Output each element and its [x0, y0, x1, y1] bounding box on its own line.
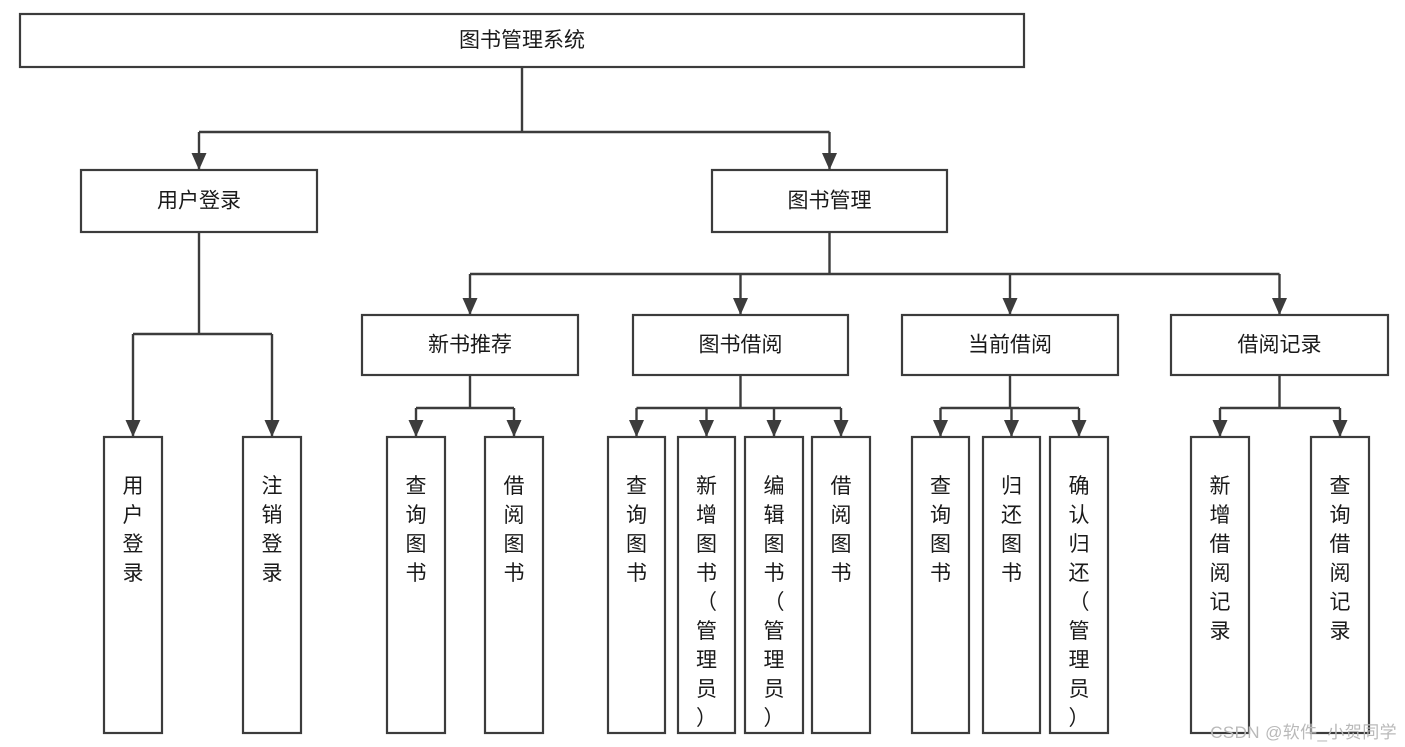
node-编辑图书管理员[interactable]: 编辑图书（管理员）	[743, 435, 805, 735]
node-新增借阅记录[interactable]: 新增借阅记录	[1189, 435, 1251, 735]
arrow-head-icon	[766, 420, 782, 437]
node-label: 新增图书（管理员）	[696, 475, 717, 730]
node-查询图书[interactable]: 查询图书	[385, 435, 447, 735]
node-label: 当前借阅	[968, 334, 1052, 357]
arrow-head-icon	[629, 420, 644, 437]
node-box-leaf	[606, 435, 667, 735]
arrow-head-icon	[191, 153, 207, 170]
arrow-head-icon	[1272, 298, 1287, 315]
node-label: 新增借阅记录	[1210, 475, 1231, 643]
arrow-head-icon	[1212, 420, 1228, 437]
node-新书推荐[interactable]: 新书推荐	[360, 313, 580, 377]
node-确认归还管理员[interactable]: 确认归还（管理员）	[1048, 435, 1110, 735]
node-box-leaf	[743, 435, 805, 735]
arrow-head-icon	[822, 153, 837, 170]
node-box-leaf	[910, 435, 971, 735]
arrow-head-icon	[699, 420, 714, 437]
arrow-head-icon	[408, 420, 424, 437]
node-box-level3	[1169, 313, 1390, 377]
node-box-leaf	[676, 435, 737, 735]
arrow-head-icon	[462, 298, 478, 315]
node-图书借阅[interactable]: 图书借阅	[631, 313, 850, 377]
node-查询图书[interactable]: 查询图书	[606, 435, 667, 735]
node-label: 编辑图书（管理员）	[764, 475, 785, 730]
node-box-leaf	[483, 435, 545, 735]
node-当前借阅[interactable]: 当前借阅	[900, 313, 1120, 377]
node-label: 查询图书	[930, 475, 951, 585]
node-box-leaf	[1309, 435, 1371, 735]
node-box-leaf	[1048, 435, 1110, 735]
node-图书管理[interactable]: 图书管理	[710, 168, 949, 234]
node-label: 借阅图书	[504, 475, 525, 585]
node-box-level2	[79, 168, 319, 234]
node-借阅图书[interactable]: 借阅图书	[483, 435, 545, 735]
node-新增图书管理员[interactable]: 新增图书（管理员）	[676, 435, 737, 735]
node-label: 查询图书	[406, 475, 427, 585]
arrow-head-icon	[506, 420, 522, 437]
node-box-leaf	[385, 435, 447, 735]
node-注销登录[interactable]: 注销登录	[241, 435, 303, 735]
node-label: 借阅图书	[831, 475, 852, 585]
node-label: 用户登录	[157, 190, 241, 213]
node-box-level3	[631, 313, 850, 377]
node-box-leaf	[810, 435, 872, 735]
node-label: 确认归还（管理员）	[1069, 475, 1090, 730]
node-label: 查询图书	[626, 475, 647, 585]
node-借阅记录[interactable]: 借阅记录	[1169, 313, 1390, 377]
node-借阅图书[interactable]: 借阅图书	[810, 435, 872, 735]
arrow-head-icon	[1002, 298, 1018, 315]
node-查询图书[interactable]: 查询图书	[910, 435, 971, 735]
node-label: 图书借阅	[699, 334, 783, 357]
node-查询借阅记录[interactable]: 查询借阅记录	[1309, 435, 1371, 735]
arrow-head-icon	[1332, 420, 1348, 437]
node-用户登录[interactable]: 用户登录	[102, 435, 164, 735]
node-label: 借阅记录	[1238, 334, 1322, 357]
node-box-root	[18, 12, 1026, 69]
watermark-label: CSDN @软件_小贺同学	[1210, 723, 1397, 742]
node-归还图书[interactable]: 归还图书	[981, 435, 1042, 735]
arrow-head-icon	[125, 420, 141, 437]
node-box-leaf	[1189, 435, 1251, 735]
node-label: 图书管理	[788, 190, 872, 213]
node-label: 图书管理系统	[459, 29, 585, 52]
node-label: 新书推荐	[428, 334, 512, 357]
arrow-head-icon	[1071, 420, 1087, 437]
node-label: 用户登录	[123, 475, 144, 585]
node-label: 查询借阅记录	[1330, 475, 1351, 643]
node-box-leaf	[102, 435, 164, 735]
arrow-head-icon	[264, 420, 280, 437]
arrow-head-icon	[833, 420, 849, 437]
node-box-level3	[360, 313, 580, 377]
node-图书管理系统[interactable]: 图书管理系统	[18, 12, 1026, 69]
node-box-level2	[710, 168, 949, 234]
node-box-leaf	[981, 435, 1042, 735]
node-label: 注销登录	[262, 475, 283, 585]
node-用户登录[interactable]: 用户登录	[79, 168, 319, 234]
node-box-level3	[900, 313, 1120, 377]
arrow-head-icon	[1004, 420, 1019, 437]
arrow-head-icon	[933, 420, 948, 437]
arrow-head-icon	[733, 298, 748, 315]
node-label: 归还图书	[1001, 475, 1022, 585]
node-box-leaf	[241, 435, 303, 735]
